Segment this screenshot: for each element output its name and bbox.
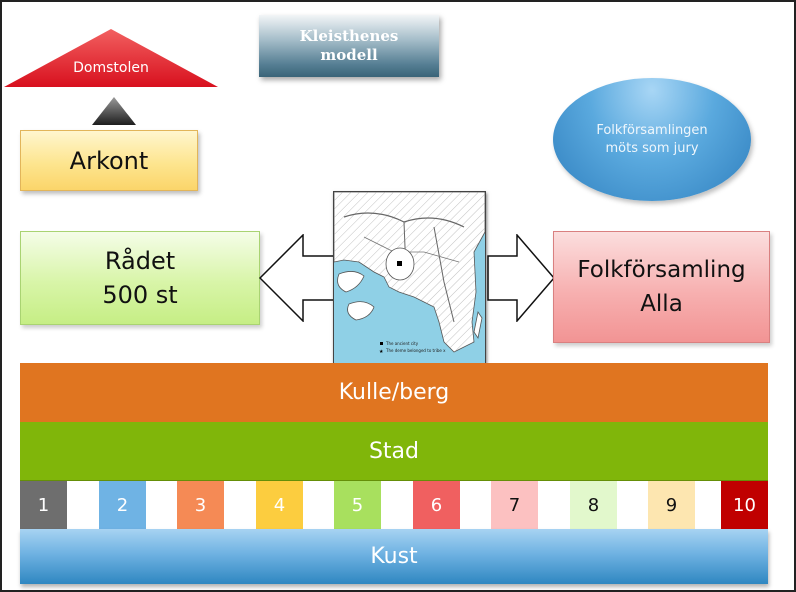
tribe-2: 2 — [99, 481, 146, 529]
folk-line-1: Folkförsamling — [577, 257, 746, 283]
up-triangle-icon — [92, 97, 136, 125]
title-line-2: modell — [320, 46, 378, 64]
red-triangle-icon — [4, 29, 218, 87]
band-kulle: Kulle/berg — [20, 363, 768, 423]
folkforsamling-box: Folkförsamling Alla — [553, 231, 770, 343]
arkont-label: Arkont — [69, 146, 149, 175]
band-stad-label: Stad — [368, 438, 420, 464]
radet-line-1: Rådet — [104, 247, 176, 275]
jury-line-1: Folkförsamlingen — [596, 122, 708, 138]
title-line-1: Kleisthenes — [299, 27, 399, 45]
band-kust-label: Kust — [370, 544, 418, 569]
slide-title: Kleisthenes modell — [259, 15, 439, 77]
tribe-1: 1 — [20, 481, 67, 529]
right-arrow-icon — [487, 234, 555, 322]
tribe-6: 6 — [413, 481, 460, 529]
tribe-9: 9 — [648, 481, 695, 529]
band-kulle-label: Kulle/berg — [338, 380, 450, 405]
map-legend-1: The ancient city — [385, 341, 419, 346]
left-arrow-icon — [259, 234, 337, 322]
attica-map: The ancient city ★ The deme belonged to … — [333, 191, 486, 364]
tribe-5: 5 — [334, 481, 381, 529]
tribe-8: 8 — [570, 481, 617, 529]
radet-box: Rådet 500 st — [20, 231, 260, 325]
radet-line-2: 500 st — [102, 281, 178, 309]
svg-text:★: ★ — [379, 349, 384, 355]
map-legend-2: The deme belonged to tribe x — [385, 348, 446, 353]
tribe-4: 4 — [256, 481, 303, 529]
domstolen-shape: Domstolen — [4, 29, 218, 87]
domstolen-label: Domstolen — [73, 60, 149, 76]
tribe-3: 3 — [177, 481, 224, 529]
arkont-box: Arkont — [20, 130, 198, 191]
tribe-7: 7 — [491, 481, 538, 529]
band-kust: Kust — [20, 529, 768, 584]
folk-line-2: Alla — [640, 291, 683, 317]
tribe-10: 10 — [721, 481, 768, 529]
jury-ellipse: Folkförsamlingen möts som jury — [553, 78, 751, 201]
band-stad: Stad — [20, 422, 768, 481]
map-illustration-icon: The ancient city ★ The deme belonged to … — [334, 192, 485, 363]
jury-line-2: möts som jury — [605, 140, 699, 156]
